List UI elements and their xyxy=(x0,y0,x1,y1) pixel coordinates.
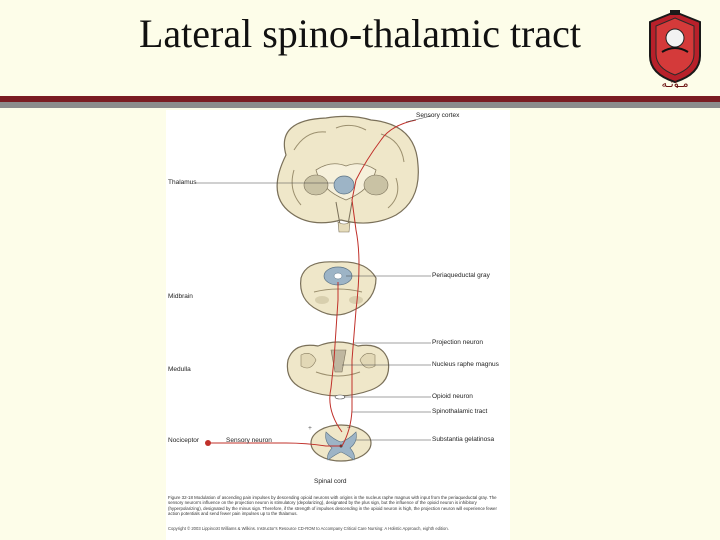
figure-caption: Figure 32-18 Modulation of ascending pai… xyxy=(168,495,497,517)
label-medulla: Medulla xyxy=(168,366,191,373)
header-rule-grey xyxy=(0,102,720,108)
logo-text: مـؤتـه xyxy=(662,77,689,88)
brain-section xyxy=(276,115,419,233)
label-spinothalamic-tract: Spinothalamic tract xyxy=(432,408,488,415)
label-opioid-neuron: Opioid neuron xyxy=(432,393,473,400)
nociceptor-ending xyxy=(205,440,211,446)
label-substantia-gelatinosa: Substantia gelatinosa xyxy=(432,436,495,443)
pain-pathway-figure: + − Sensory cortex Thalamus Periaqueduct… xyxy=(166,110,510,540)
leader-lines xyxy=(196,115,432,441)
medulla-section xyxy=(286,341,390,397)
label-nociceptor: Nociceptor xyxy=(168,437,200,444)
label-sensory-cortex: Sensory cortex xyxy=(416,112,460,119)
label-midbrain: Midbrain xyxy=(168,293,193,300)
label-thalamus: Thalamus xyxy=(168,179,197,186)
opioid-neuron-line xyxy=(329,282,343,433)
pathway-diagram: + − xyxy=(196,115,432,462)
slide-title: Lateral spino-thalamic tract xyxy=(138,11,581,56)
pain-pathway-lines xyxy=(208,119,417,447)
opioid-neuron-body xyxy=(334,394,346,400)
sensory-neuron-line xyxy=(208,442,342,447)
minus-sign: − xyxy=(347,424,351,432)
plus-sign: + xyxy=(308,424,312,432)
header-rule-dark xyxy=(0,96,720,102)
thalamus-shape xyxy=(333,175,355,195)
label-spinal-cord: Spinal cord xyxy=(314,478,347,485)
label-projection-neuron: Projection neuron xyxy=(432,339,483,346)
figure-copyright: Copyright © 2003 Lippincott Williams & W… xyxy=(168,526,449,531)
label-nucleus-raphe-magnus: Nucleus raphe magnus xyxy=(432,361,499,368)
label-periaqueductal-gray: Periaqueductal gray xyxy=(432,272,490,279)
university-logo: مـؤتـه xyxy=(649,10,701,88)
label-sensory-neuron: Sensory neuron xyxy=(226,437,272,444)
projection-neuron-line xyxy=(341,119,417,447)
